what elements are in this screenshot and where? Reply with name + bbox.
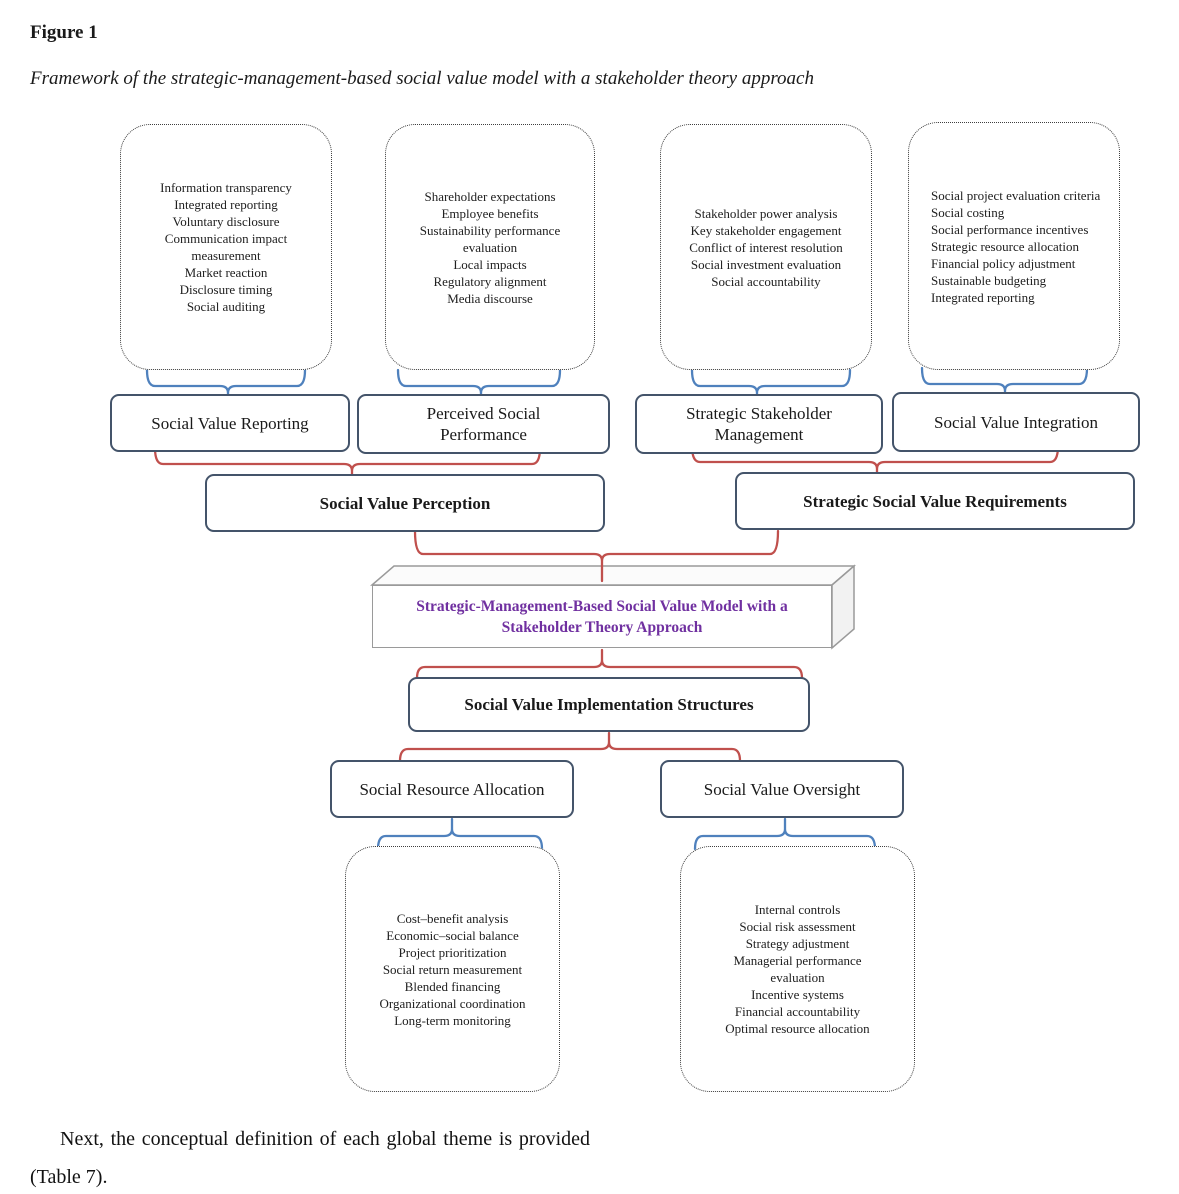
theme-item: Incentive systems — [751, 987, 844, 1002]
blue-brace-connector — [376, 817, 544, 851]
red-brace-connector — [153, 446, 542, 478]
theme-item: Shareholder expectations — [424, 188, 556, 204]
theme-item: Financial policy adjustment — [931, 255, 1076, 271]
theme-item: Social investment evaluation — [690, 256, 842, 272]
theme-title-social-resource-allocation: Social Resource Allocation — [330, 760, 574, 818]
theme-item: Sustainable budgeting — [931, 272, 1047, 288]
theme-item: Media discourse — [447, 290, 533, 306]
theme-item: Social accountability — [711, 273, 821, 289]
theme-item: Stakeholder power analysis — [694, 205, 838, 221]
red-brace-connector — [415, 648, 804, 680]
model-box-right-face — [831, 564, 855, 650]
theme-item: Communication impact measurement — [164, 231, 288, 263]
theme-item: Regulatory alignment — [433, 273, 547, 289]
theme-item: Voluntary disclosure — [172, 214, 280, 229]
theme-item: Economic–social balance — [386, 927, 519, 943]
theme-title-social-value-integration: Social Value Integration — [892, 392, 1140, 452]
theme-title-social-value-oversight: Social Value Oversight — [660, 760, 904, 818]
theme-item: Local impacts — [453, 256, 527, 272]
theme-item: Blended financing — [404, 978, 501, 994]
theme-item: Optimal resource allocation — [725, 1021, 870, 1036]
theme-item: Long-term monitoring — [394, 1012, 511, 1028]
theme-item: Conflict of interest resolution — [689, 239, 843, 255]
theme-item: Social return measurement — [382, 961, 523, 977]
theme-item: Strategy adjustment — [745, 936, 850, 951]
figure-caption: Framework of the strategic-management-ba… — [30, 68, 814, 89]
global-theme-strategic-social-value-requirements: Strategic Social Value Requirements — [735, 472, 1135, 530]
theme-item: Market reaction — [184, 265, 268, 280]
theme-item: Integrated reporting — [931, 289, 1035, 305]
body-paragraph: Next, the conceptual definition of each … — [30, 1128, 590, 1188]
figure-label: Figure 1 — [30, 22, 98, 43]
theme-item: Social auditing — [186, 299, 266, 314]
theme-item: Project prioritization — [398, 944, 507, 960]
blue-brace-connector — [145, 368, 307, 398]
blue-brace-connector — [690, 368, 852, 398]
theme-title-perceived-social-performance: Perceived Social Performance — [357, 394, 610, 454]
blue-brace-connector — [693, 817, 877, 851]
model-box-top-face — [369, 565, 857, 586]
theme-item: Information transparency — [160, 180, 292, 195]
theme-item: Organizational coordination — [379, 995, 526, 1011]
theme-item: Employee benefits — [441, 205, 539, 221]
theme-title-strategic-stakeholder-management: Strategic Stakeholder Management — [635, 394, 883, 454]
theme-title-social-value-reporting: Social Value Reporting — [110, 394, 350, 452]
theme-item: Sustainability performance evaluation — [419, 222, 561, 255]
implementation-structures-box: Social Value Implementation Structures — [408, 677, 810, 732]
red-brace-connector — [398, 731, 742, 763]
theme-item: Social performance incentives — [931, 221, 1089, 237]
theme-item: Social project evaluation criteria — [931, 187, 1101, 203]
theme-item: Key stakeholder engagement — [690, 222, 842, 238]
theme-item: Integrated reporting — [174, 197, 278, 212]
theme-item: Disclosure timing — [179, 282, 273, 297]
theme-item: Financial accountability — [734, 1004, 861, 1019]
theme-item: Social risk assessment — [739, 919, 856, 934]
theme-item: Strategic resource allocation — [931, 238, 1079, 254]
theme-item: Managerial performance evaluation — [733, 953, 862, 985]
red-brace-connector — [690, 444, 1060, 476]
global-theme-social-value-perception: Social Value Perception — [205, 474, 605, 532]
blue-brace-connector — [396, 368, 562, 398]
central-model-box: Strategic-Management-Based Social Value … — [372, 585, 832, 648]
theme-item: Internal controls — [754, 902, 841, 917]
theme-item: Social costing — [931, 204, 1005, 220]
blue-brace-connector — [920, 366, 1089, 396]
red-brace-connector — [413, 529, 780, 583]
theme-item: Cost–benefit analysis — [396, 910, 509, 926]
